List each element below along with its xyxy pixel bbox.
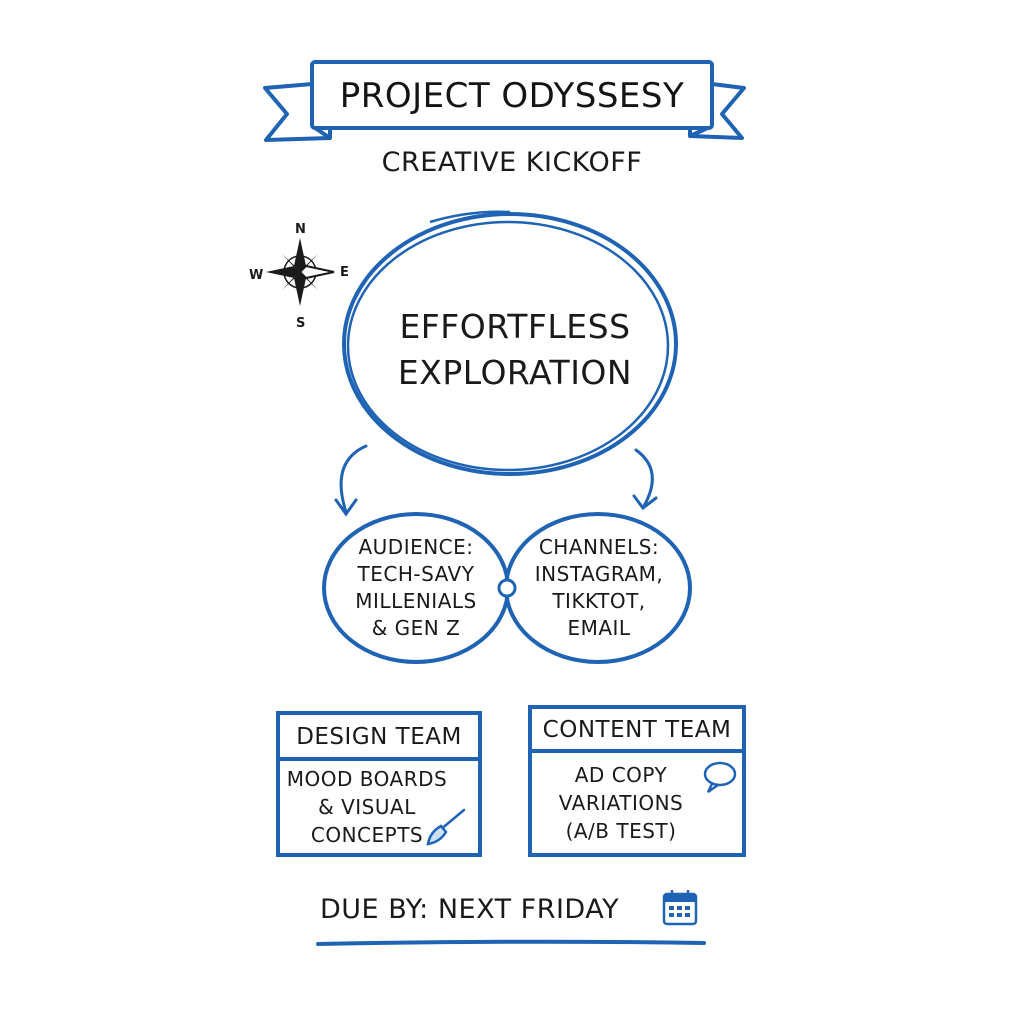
project-subtitle: CREATIVE KICKOFF xyxy=(381,146,643,178)
center-concept: EFFORTFLESS EXPLORATION xyxy=(360,295,670,405)
arrow-right xyxy=(632,448,658,511)
channels-line: TIKKTOT, xyxy=(552,589,646,613)
channels-line: CHANNELS: xyxy=(538,535,660,559)
channels-line: INSTAGRAM, xyxy=(534,562,664,586)
audience-line: AUDIENCE: xyxy=(358,535,474,559)
content-team-title: CONTENT TEAM xyxy=(542,717,732,743)
content-team-line: (A/B TEST) xyxy=(565,819,677,843)
compass-icon xyxy=(266,238,335,306)
design-team-line: CONCEPTS xyxy=(310,823,424,847)
center-line-2: EXPLORATION xyxy=(397,353,633,392)
banner-body xyxy=(310,60,714,130)
project-title: PROJECT ODYSSESY xyxy=(339,76,685,116)
arrow-left xyxy=(334,444,368,517)
center-line-1: EFFORTFLESS xyxy=(399,307,631,346)
content-team-line: AD COPY xyxy=(574,763,668,787)
content-team-notes: AD COPY VARIATIONS (A/B TEST) xyxy=(536,756,706,850)
audience-line: MILLENIALS xyxy=(355,589,477,613)
compass-west-label: W xyxy=(249,268,264,283)
speech-bubble-icon xyxy=(703,761,737,794)
venn-link-dot xyxy=(497,578,517,598)
content-team-line: VARIATIONS xyxy=(558,791,684,815)
design-team-line: & VISUAL xyxy=(318,795,416,819)
design-team-title: DESIGN TEAM xyxy=(296,724,462,750)
audience-text: AUDIENCE: TECH-SAVY MILLENIALS & GEN Z xyxy=(336,530,496,646)
design-team-notes: MOOD BOARDS & VISUAL CONCEPTS xyxy=(282,762,452,852)
due-date-label: DUE BY: NEXT FRIDAY xyxy=(320,893,620,925)
compass-south-label: S xyxy=(296,316,306,331)
audience-line: TECH-SAVY xyxy=(357,562,475,586)
design-team-line: MOOD BOARDS xyxy=(286,767,448,791)
calendar-icon xyxy=(662,890,698,926)
audience-line: & GEN Z xyxy=(371,616,461,640)
due-underline xyxy=(316,939,706,946)
channels-text: CHANNELS: INSTAGRAM, TIKKTOT, EMAIL xyxy=(518,530,680,646)
paintbrush-icon xyxy=(426,808,466,846)
compass-east-label: E xyxy=(340,265,349,280)
center-circle xyxy=(342,210,678,476)
content-team-box xyxy=(528,705,746,857)
title-banner xyxy=(263,60,746,142)
design-team-box xyxy=(276,711,482,857)
channels-line: EMAIL xyxy=(567,616,631,640)
compass-north-label: N xyxy=(295,222,306,237)
